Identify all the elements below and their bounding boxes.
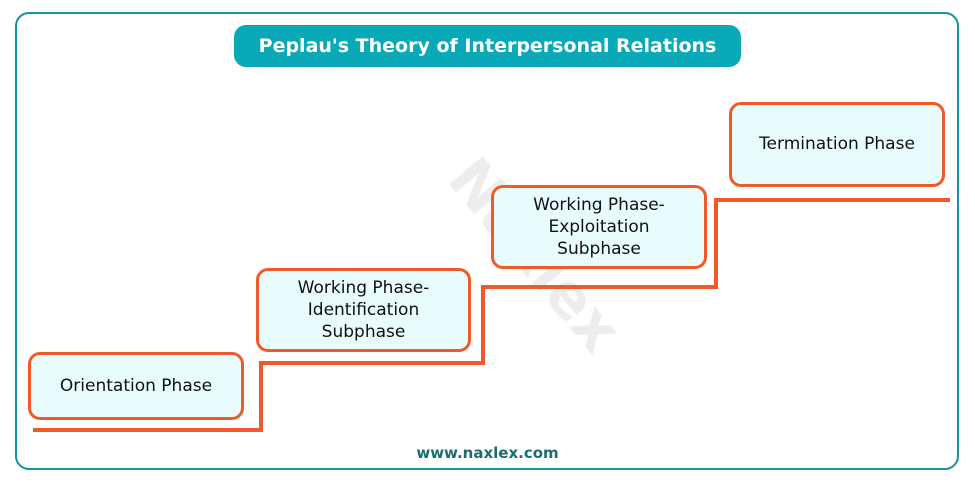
phase-label: Orientation Phase <box>59 375 213 396</box>
diagram-frame <box>15 12 959 470</box>
diagram-title: Peplau's Theory of Interpersonal Relatio… <box>234 25 741 67</box>
footer-url: www.naxlex.com <box>416 444 559 462</box>
phase-label: Termination Phase <box>759 134 915 155</box>
staircase-path <box>33 198 950 432</box>
phase-label: Working Phase-Identification Subphase <box>297 277 430 343</box>
phase-termination: Termination Phase <box>729 102 945 187</box>
phase-working-exploitation: Working Phase-Exploitation Subphase <box>491 185 707 269</box>
phase-orientation: Orientation Phase <box>28 352 244 420</box>
phase-working-identification: Working Phase-Identification Subphase <box>256 268 471 352</box>
phase-label: Working Phase-Exploitation Subphase <box>533 194 665 260</box>
